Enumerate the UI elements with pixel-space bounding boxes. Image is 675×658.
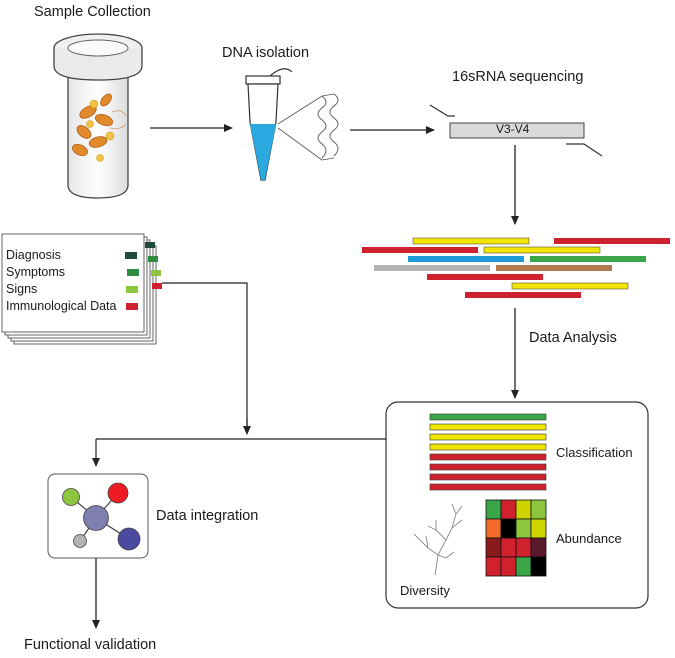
sample-jar-icon	[53, 33, 143, 199]
network-icon	[62, 482, 141, 551]
read-fragments	[362, 237, 670, 298]
classification-label: Classification	[556, 445, 633, 460]
card-item-signs: Signs	[6, 282, 38, 296]
sequencing-label: 16sRNA sequencing	[452, 69, 584, 85]
card-item-symptoms: Symptoms	[6, 265, 66, 279]
integration-connectors	[92, 282, 386, 467]
card-item-diagnosis: Diagnosis	[6, 248, 61, 262]
functional-validation-label: Functional validation	[24, 637, 157, 653]
data-integration-label: Data integration	[156, 508, 259, 524]
abundance-label: Abundance	[556, 531, 622, 546]
diversity-tree-icon	[413, 503, 463, 576]
classification-bars	[429, 413, 547, 491]
abundance-heatmap	[485, 499, 547, 577]
clinical-cards	[1, 233, 162, 345]
card-item-immunological-data: Immunological Data	[6, 299, 117, 313]
diversity-label: Diversity	[400, 583, 450, 598]
region-label: V3-V4	[496, 122, 530, 136]
dna-isolation-label: DNA isolation	[222, 45, 310, 61]
sample-collection-label: Sample Collection	[34, 4, 151, 20]
tube-icon	[245, 68, 339, 181]
sequencing-read-icon	[429, 104, 603, 157]
card-legend-swatches	[125, 252, 139, 310]
data-analysis-label: Data Analysis	[529, 330, 617, 346]
